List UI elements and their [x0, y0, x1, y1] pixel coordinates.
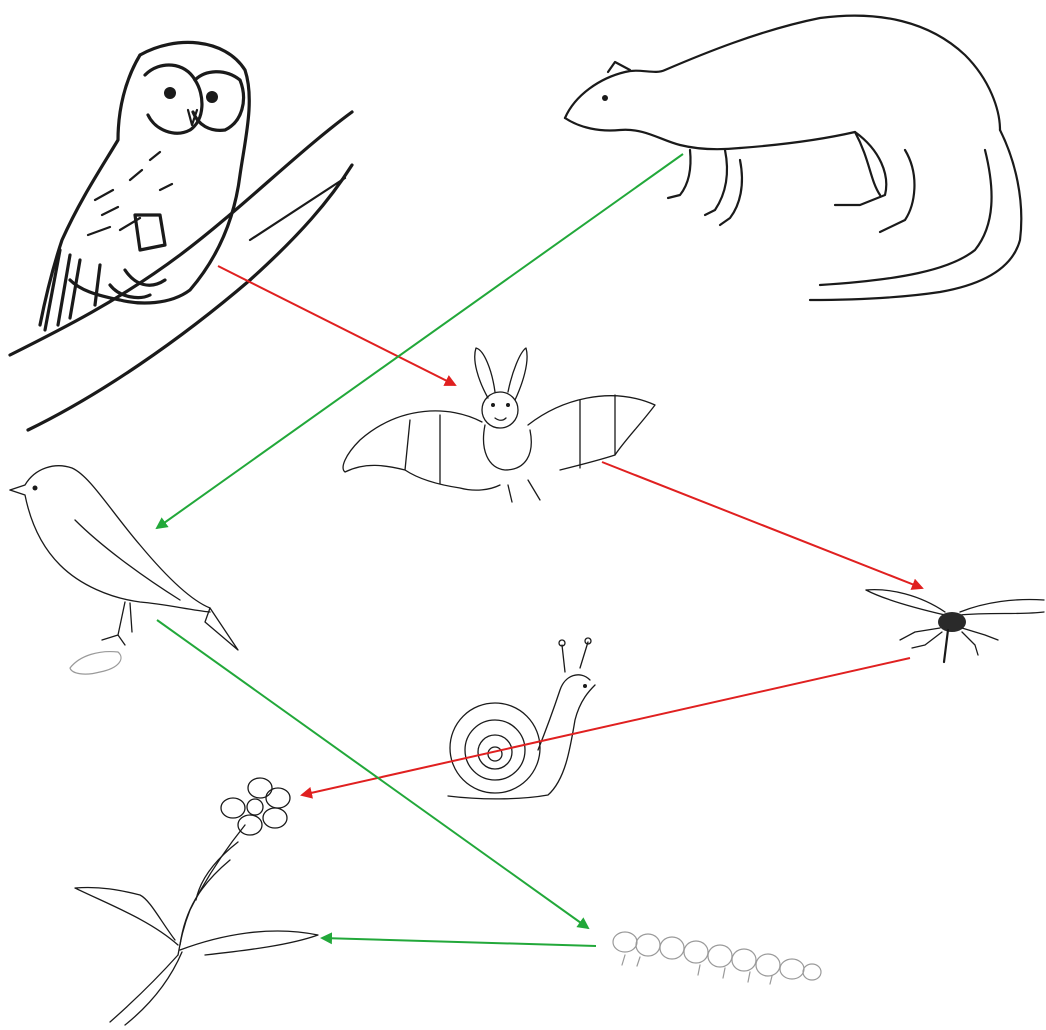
snail-icon	[448, 638, 595, 799]
arrow-bat-to-fly	[602, 462, 922, 588]
caterpillar-icon	[613, 932, 821, 984]
arrow-fly-to-flower	[302, 658, 910, 795]
bat-icon	[343, 348, 655, 502]
flower-icon	[75, 778, 318, 1025]
owl-icon	[10, 42, 352, 430]
arrow-bird-to-caterpillar	[157, 620, 588, 928]
arrow-caterpillar-to-flower	[322, 938, 596, 946]
arrow-owl-to-bat	[218, 266, 455, 385]
marten-icon	[565, 16, 1021, 300]
fly-icon	[866, 590, 1044, 662]
songbird-icon	[10, 466, 238, 674]
